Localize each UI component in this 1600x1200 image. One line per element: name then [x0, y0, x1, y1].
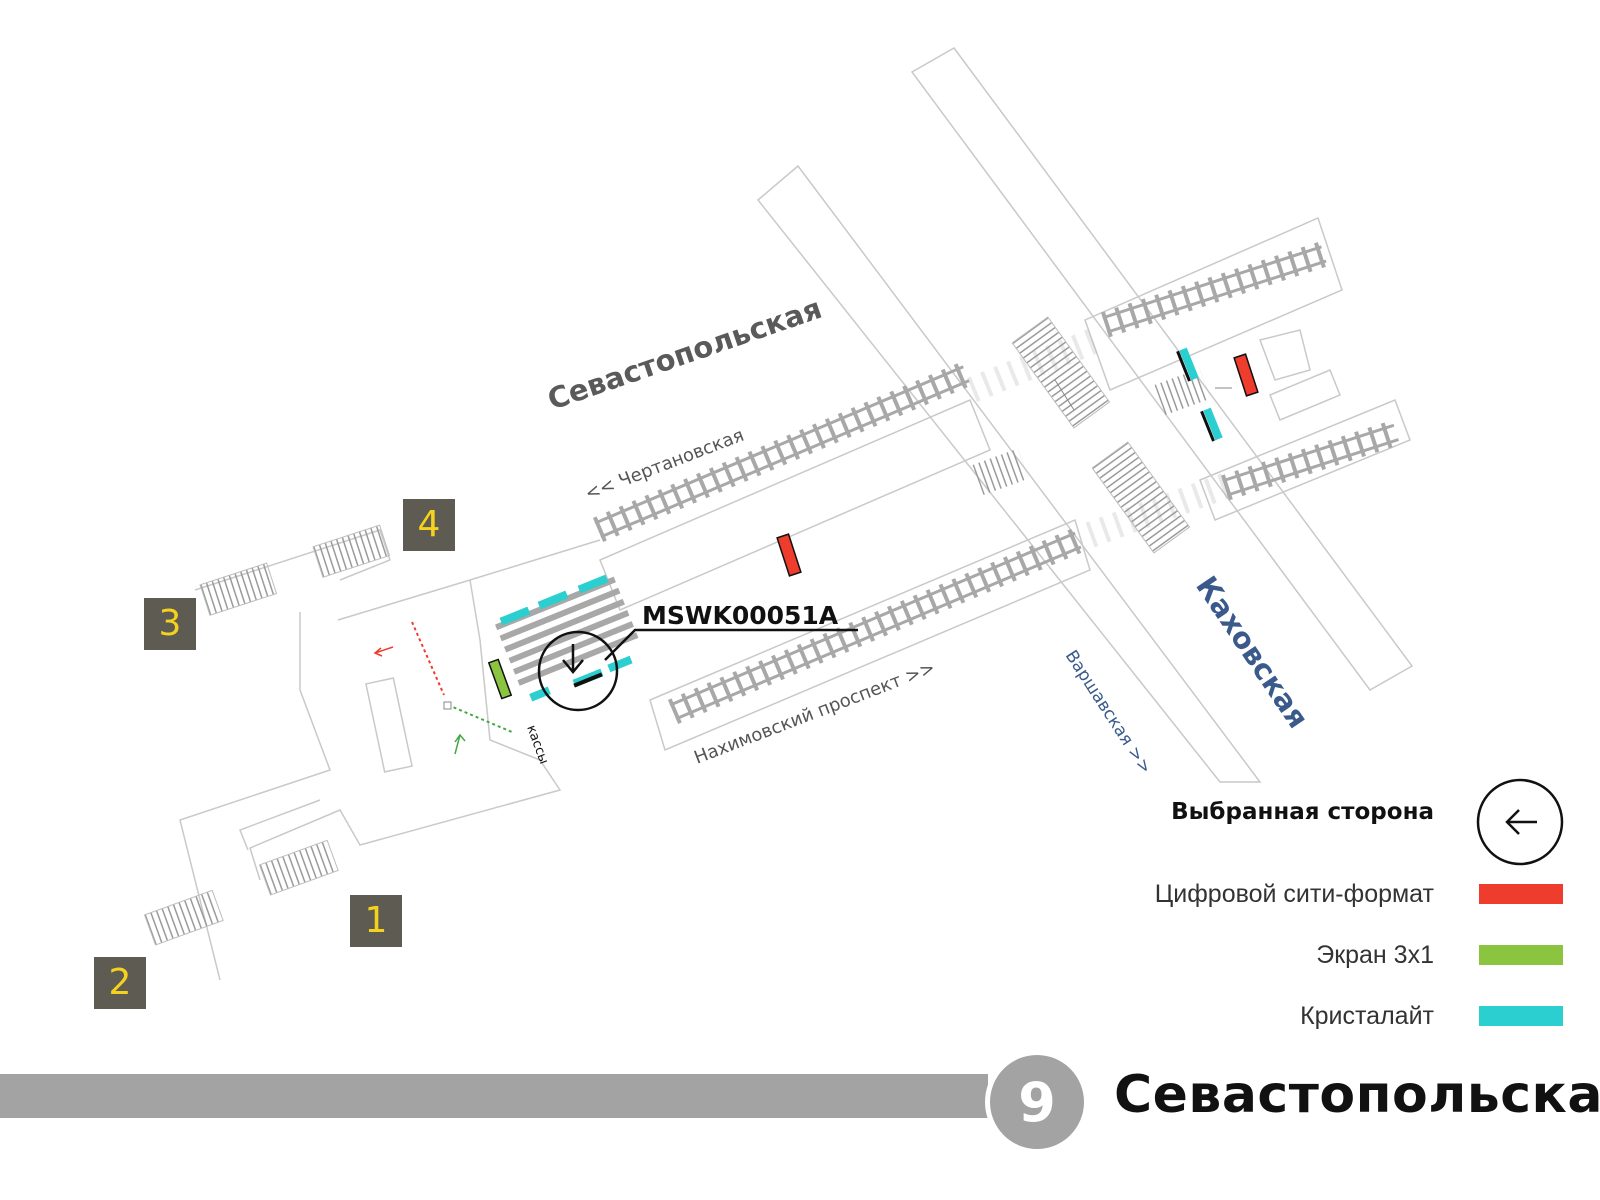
legend-swatch-green [1479, 945, 1563, 965]
exit-number: 3 [158, 603, 182, 644]
exit-3-marker: 3 [144, 598, 196, 650]
arrow-left-icon [1476, 778, 1564, 866]
exit-number: 1 [364, 900, 388, 941]
legend-swatch-red [1479, 884, 1563, 904]
legend-screen-3x1: Экран 3x1 [1316, 941, 1434, 969]
stairs [143, 316, 1211, 946]
escalator-hall [495, 576, 639, 686]
route-markers [373, 379, 1232, 755]
direction-varshavskaya: Варшавская >> [1061, 647, 1156, 778]
crystallite-placement [577, 574, 609, 594]
callout-id: MSWK00051A [642, 601, 839, 630]
legend-selected-side: Выбранная сторона [1171, 799, 1434, 825]
crystallite-placement [537, 590, 569, 610]
crystallite-placement [1179, 347, 1199, 381]
line-number: 9 [1018, 1070, 1056, 1134]
direction-nakhimovsky: Нахимовский проспект >> [691, 657, 938, 768]
digital-city-format-placement [1233, 353, 1259, 397]
corridor-outlines [179, 47, 1414, 981]
footer-station-name: Севастопольская [1114, 1065, 1600, 1125]
cross-station-label: Каховская [1189, 570, 1315, 734]
crystallite-placement [499, 606, 531, 626]
legend-digital-city-format: Цифровой сити-формат [1154, 880, 1434, 908]
legend-crystallite: Кристалайт [1300, 1002, 1434, 1030]
digital-city-format-placement [776, 533, 802, 577]
exit-4-marker: 4 [403, 499, 455, 551]
exit-number: 4 [417, 504, 441, 545]
legend-swatch-cyan [1479, 1006, 1563, 1026]
exit-1-marker: 1 [350, 895, 402, 947]
selected-side-marker [537, 628, 858, 712]
line-bar [0, 1074, 988, 1118]
crystallite-placement [1203, 407, 1223, 441]
line-number-badge: 9 [985, 1050, 1089, 1154]
crystallite-placement [607, 655, 633, 673]
rail-tracks [592, 241, 1401, 724]
exit-number: 2 [108, 962, 132, 1003]
ad-placements [487, 347, 1259, 702]
callout-leader-line [604, 628, 858, 661]
ticket-office-label: кассы [523, 723, 551, 766]
exit-2-marker: 2 [94, 957, 146, 1009]
screen-3x1-placement [487, 658, 513, 700]
station-label: Севастопольская [543, 291, 826, 417]
